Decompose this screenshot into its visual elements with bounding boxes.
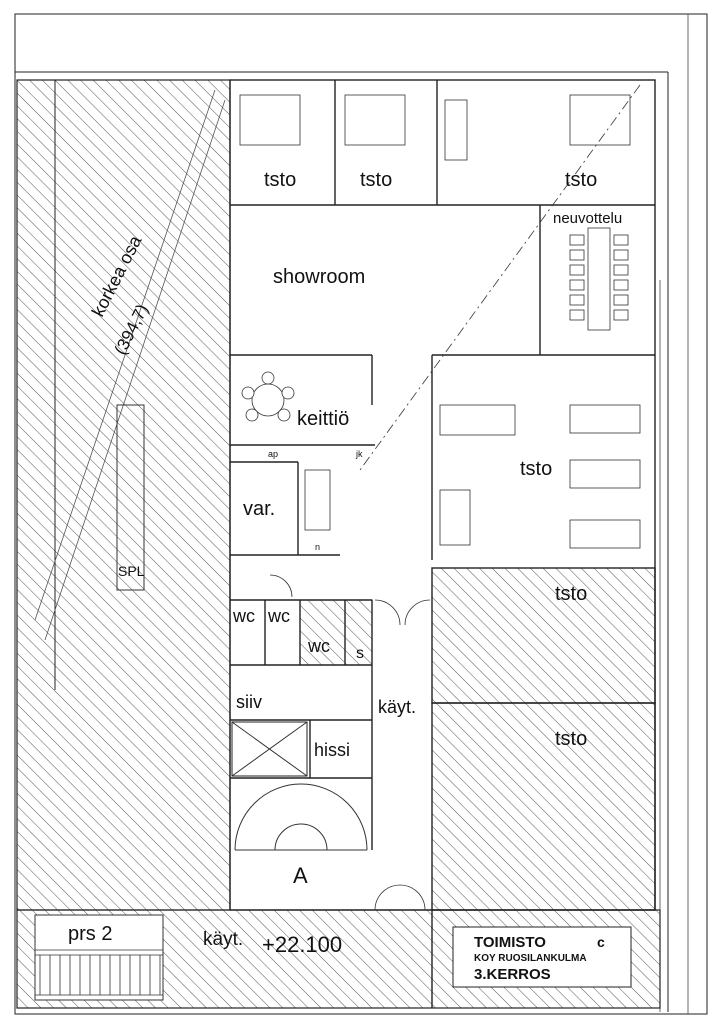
dining-table bbox=[241, 371, 295, 422]
label-var: var. bbox=[243, 498, 275, 520]
label-kayt: käyt. bbox=[378, 697, 416, 717]
label-wc-1: wc bbox=[232, 606, 255, 626]
label-n: n bbox=[315, 542, 320, 552]
label-s: s bbox=[356, 645, 364, 662]
sheet-border bbox=[14, 13, 708, 1015]
label-tsto-1: tsto bbox=[264, 169, 296, 191]
elevator-shaft bbox=[231, 721, 308, 777]
spl-box bbox=[116, 404, 145, 591]
label-spl: SPL bbox=[118, 563, 145, 579]
hatched-offices bbox=[431, 567, 656, 911]
label-kayt-bottom: käyt. bbox=[203, 929, 243, 950]
room-labels: tsto tsto tsto neuvottelu showroom keitt… bbox=[68, 169, 622, 957]
label-showroom: showroom bbox=[273, 266, 365, 288]
label-tsto-3: tsto bbox=[565, 169, 597, 191]
title-block: TOIMISTO c KOY RUOSILANKULMA 3.KERROS bbox=[452, 926, 632, 988]
label-neuvottelu: neuvottelu bbox=[553, 210, 622, 227]
label-wc-2: wc bbox=[267, 606, 290, 626]
desks bbox=[239, 94, 641, 549]
conference-table bbox=[569, 227, 629, 331]
label-jk: jk bbox=[355, 449, 363, 459]
label-tsto-5: tsto bbox=[555, 583, 587, 605]
label-wc-3: wc bbox=[307, 636, 330, 656]
title-line3: 3.KERROS bbox=[474, 966, 551, 983]
spiral-stair bbox=[234, 783, 368, 851]
title-line1: TOIMISTO bbox=[474, 934, 546, 951]
label-prs2: prs 2 bbox=[68, 923, 112, 945]
label-level: +22.100 bbox=[262, 932, 342, 957]
label-tsto-2: tsto bbox=[360, 169, 392, 191]
label-hissi: hissi bbox=[314, 740, 350, 760]
hatched-high-part bbox=[16, 79, 231, 911]
label-keittio: keittiö bbox=[297, 408, 349, 430]
label-stair-a: A bbox=[293, 863, 308, 888]
title-line2: KOY RUOSILANKULMA bbox=[474, 953, 587, 964]
doors bbox=[269, 574, 431, 911]
label-tsto-4: tsto bbox=[520, 458, 552, 480]
label-siiv: siiv bbox=[236, 692, 262, 712]
label-tsto-6: tsto bbox=[555, 728, 587, 750]
title-line1-suffix: c bbox=[597, 934, 605, 950]
label-ap: ap bbox=[268, 449, 278, 459]
